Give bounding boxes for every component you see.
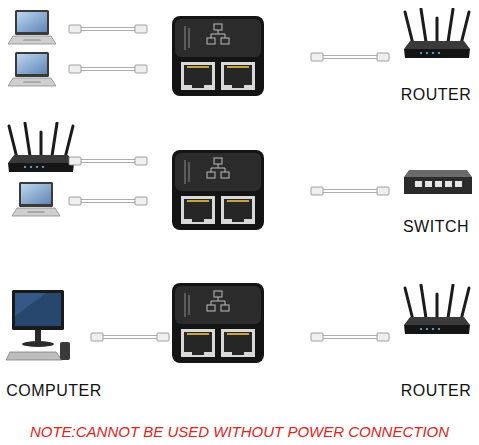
cable xyxy=(69,197,147,205)
router-icon xyxy=(8,123,74,172)
router-icon xyxy=(404,285,470,334)
cable xyxy=(311,53,389,61)
device-node: SWITCH xyxy=(396,166,476,236)
laptop-icon xyxy=(8,52,56,86)
laptop-icon xyxy=(12,182,60,216)
warning-note: NOTE:CANNOT BE USED WITHOUT POWER CONNEC… xyxy=(0,423,479,440)
device-label: ROUTER xyxy=(401,382,472,400)
router-icon xyxy=(404,9,470,58)
device-label: COMPUTER xyxy=(6,382,102,400)
device-label: SWITCH xyxy=(403,218,469,236)
cable xyxy=(69,157,147,165)
laptop-icon xyxy=(8,10,56,44)
device-node: ROUTER xyxy=(396,284,476,400)
device-label: ROUTER xyxy=(401,86,472,104)
splitter-icon xyxy=(172,16,264,96)
switch-icon xyxy=(404,170,472,194)
cable xyxy=(311,333,389,341)
cable xyxy=(311,187,389,195)
splitter-icon xyxy=(172,150,264,230)
device-node: COMPUTER xyxy=(2,284,106,400)
cable xyxy=(69,25,147,33)
monitor-icon xyxy=(6,290,70,360)
cable xyxy=(69,65,147,73)
splitter-icon xyxy=(172,283,264,363)
device-node: ROUTER xyxy=(396,8,476,104)
cable xyxy=(91,333,169,341)
